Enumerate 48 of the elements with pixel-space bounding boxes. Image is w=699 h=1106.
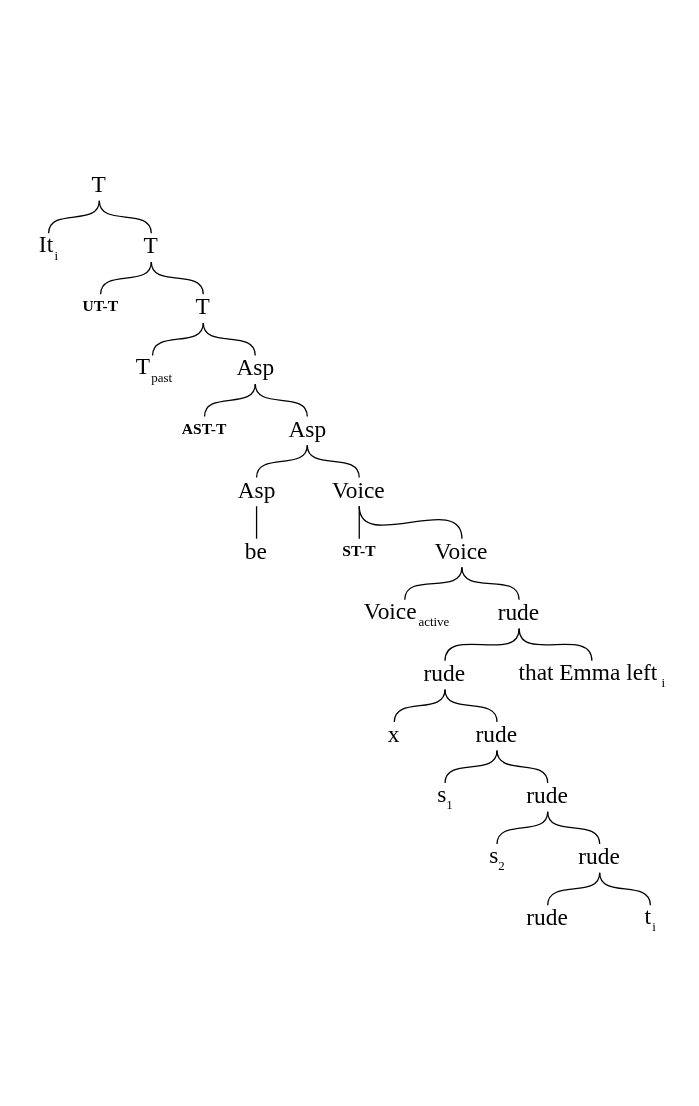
node-text: rude: [497, 598, 540, 625]
node-text: UT-T: [82, 297, 119, 315]
node-text: T: [143, 232, 158, 259]
node-text: Asp: [236, 354, 275, 381]
connector: [99, 261, 152, 295]
connector: [404, 566, 463, 601]
node-text: Asp: [237, 476, 276, 503]
connector: [255, 505, 258, 540]
node-text: Asp: [288, 415, 327, 442]
connector: [444, 749, 498, 784]
node-text: s$_{1}$: [437, 780, 453, 813]
connector: [518, 627, 593, 662]
connector: [151, 322, 204, 357]
connector: [255, 444, 308, 479]
node-text: It$_{i}$: [38, 231, 59, 263]
node-text: AST-T: [181, 419, 227, 437]
connector: [461, 566, 520, 601]
connector: [202, 322, 256, 357]
node-text: rude: [475, 720, 518, 747]
node-text: rude: [423, 659, 466, 686]
node-text: s$_{2}$: [489, 841, 505, 874]
node-text: ST-T: [342, 541, 376, 559]
node-text: that Emma left$_{i}$: [518, 658, 666, 691]
node-text: T: [91, 171, 106, 198]
connector: [48, 200, 100, 234]
node-text: Voice: [331, 476, 385, 503]
connector: [98, 200, 152, 234]
node-text: Voice: [434, 537, 488, 564]
node-text: t$_{i}$: [644, 902, 656, 935]
node-text: rude: [578, 843, 620, 870]
connector: [150, 261, 204, 295]
node-text: x: [387, 720, 400, 747]
connector: [547, 811, 601, 845]
connector: [306, 444, 360, 479]
node-text: be: [244, 537, 267, 564]
node-text: T: [195, 293, 210, 320]
connector: [444, 688, 498, 723]
connector: [203, 383, 256, 418]
node-text: Voice$_{active}$: [363, 597, 450, 629]
connector: [496, 749, 549, 784]
connector: [358, 505, 463, 540]
connector: [599, 872, 651, 906]
node-text: rude: [526, 904, 568, 931]
connector: [254, 383, 308, 418]
node-text: rude: [526, 782, 568, 809]
node-text: T$_{past}$: [135, 353, 173, 385]
connector: [444, 627, 520, 662]
connector: [393, 688, 446, 723]
